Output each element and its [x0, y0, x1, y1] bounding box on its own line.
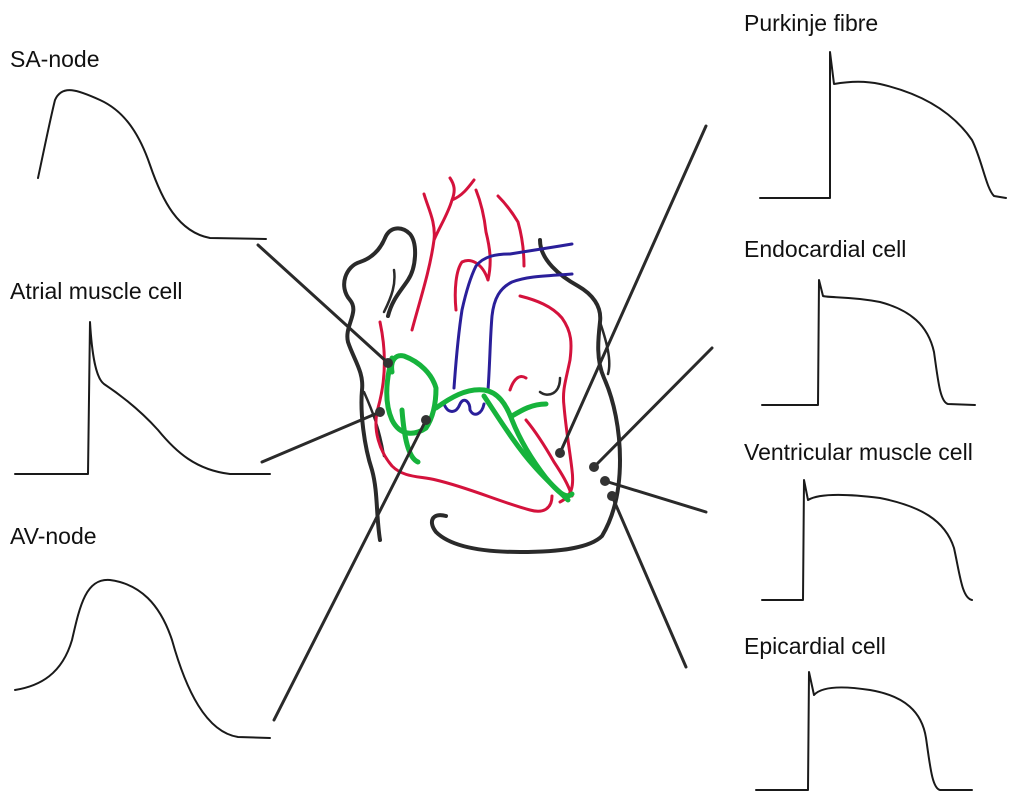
pulmonary-valve-vessel [444, 400, 484, 414]
endocardial-leader-line [594, 348, 712, 467]
epicardial-marker [607, 491, 617, 501]
epicardial-cell-waveform [756, 672, 972, 790]
av-node-marker [421, 415, 431, 425]
sa-node-marker [383, 358, 393, 368]
atrial-marker [375, 407, 385, 417]
endocardial-cell-waveform [762, 280, 975, 405]
bundle-branch-pathway [402, 396, 568, 500]
ventricular-leader-line [605, 481, 706, 512]
sa-node-waveform [38, 90, 266, 239]
purkinje-marker [555, 448, 565, 458]
left-heart-arterial-vessel [520, 296, 573, 502]
atrial-muscle-waveform [15, 322, 270, 474]
his-bundle-pathway [436, 390, 572, 496]
sa-node-leader-line [258, 245, 388, 363]
av-node-leader-line [274, 420, 426, 720]
av-node-waveform [15, 580, 270, 738]
endocardial-marker [589, 462, 599, 472]
ventricular-muscle-cell-waveform [762, 480, 972, 600]
ventricular-marker [600, 476, 610, 486]
purkinje-fibre-waveform [760, 52, 1006, 198]
epicardial-leader-line [612, 496, 686, 667]
vena-cava-vessel [454, 244, 572, 388]
pulmonary-vessel [488, 274, 572, 390]
